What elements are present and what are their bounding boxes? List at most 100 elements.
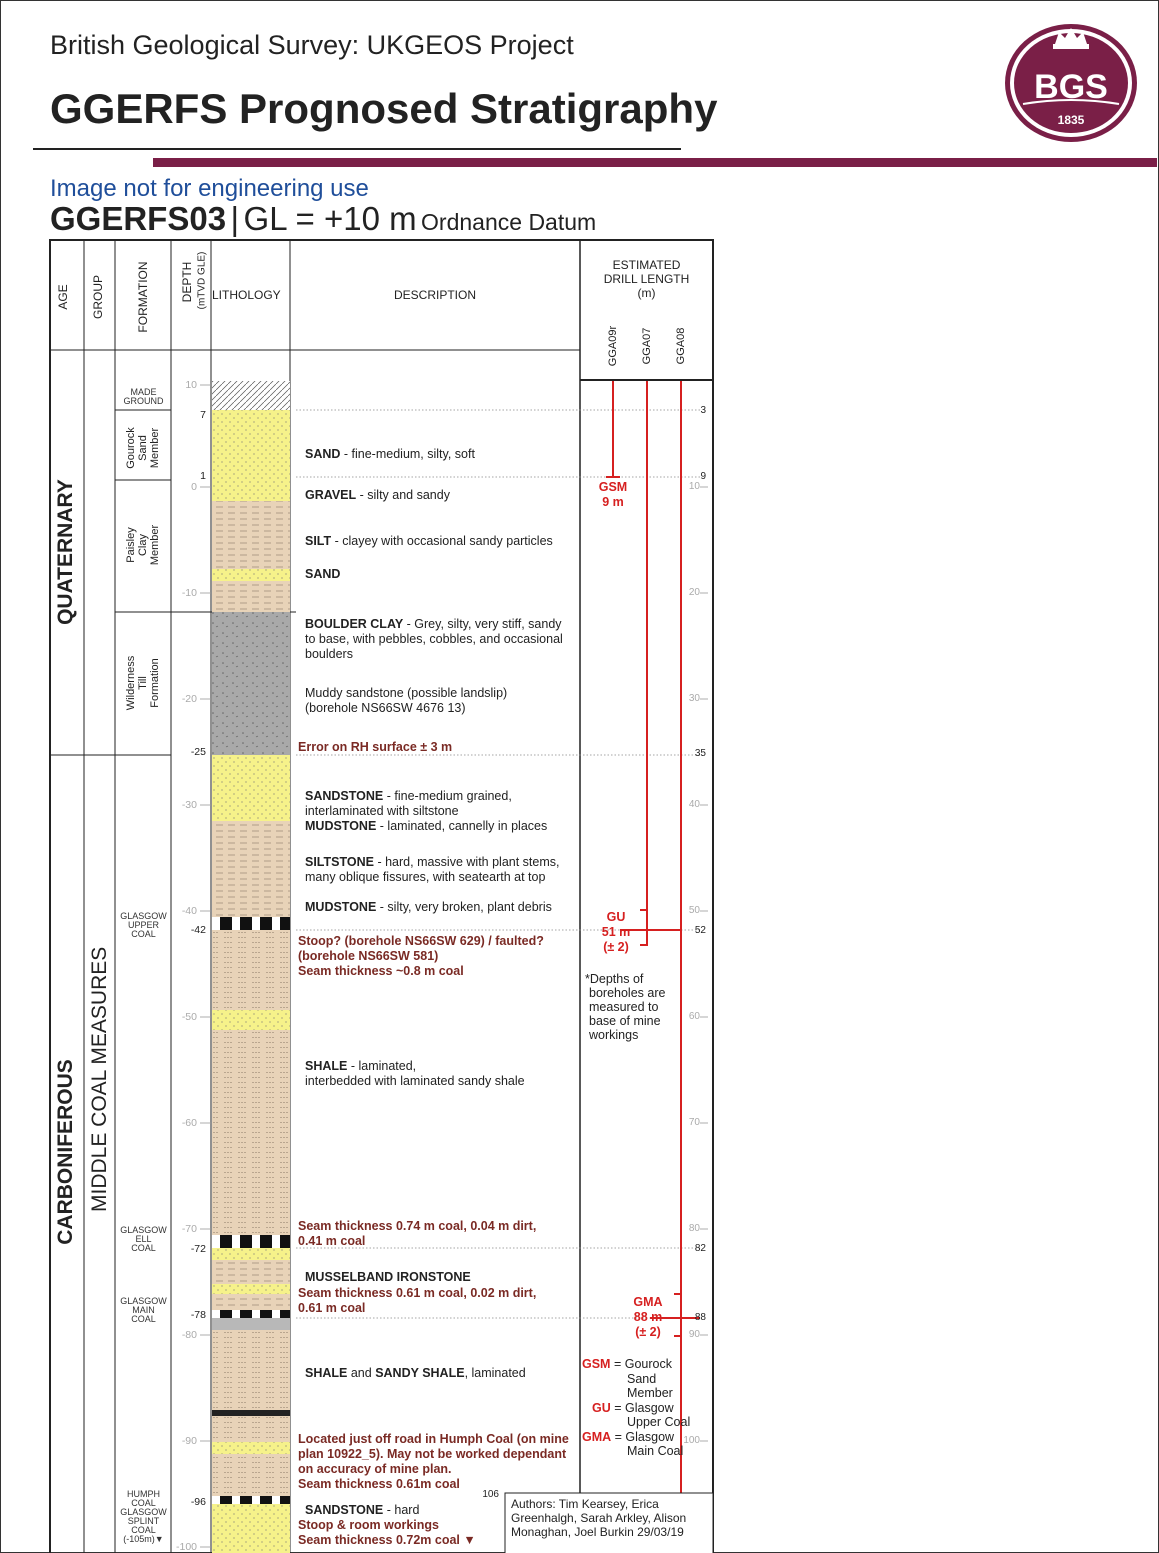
desc-humph-1: Located just off road in Humph Coal (on … <box>298 1432 569 1446</box>
formation-made-ground: MADE GROUND <box>116 388 171 406</box>
desc-silt2-t2: many oblique fissures, with seatearth at… <box>305 870 546 884</box>
depth-marker: -96 <box>190 1496 206 1508</box>
desc-shale2-t1: and <box>347 1366 376 1380</box>
formation-gourock: Gourock Sand Member <box>125 403 161 493</box>
desc-mudstone-2: MUDSTONE - silty, very broken, plant deb… <box>305 900 552 915</box>
desc-mud2-t: - silty, very broken, plant debris <box>376 900 552 914</box>
legend-gsm-l1: = Gourock <box>613 1357 672 1371</box>
desc-shale-b: SHALE <box>305 1059 348 1073</box>
footnote-l3: measured to <box>589 1000 659 1014</box>
drill-tick: 10 <box>688 481 700 492</box>
desc-main-2: 0.61 m coal <box>298 1301 366 1315</box>
depth-tick: -70 <box>181 1223 197 1235</box>
wilderness-l1: Wilderness <box>125 655 137 711</box>
desc-humph: Located just off road in Humph Coal (on … <box>298 1432 569 1492</box>
desc-shale-t2: interbedded with laminated sandy shale <box>305 1074 525 1088</box>
humph-l4: SPLINT <box>127 1516 160 1526</box>
desc-sand-1-t: - fine-medium, silty, soft <box>340 447 475 461</box>
drill-tick: 35 <box>694 748 706 759</box>
drill-title-3: (m) <box>637 286 656 300</box>
desc-sandstone-hard: SANDSTONE - hard <box>305 1503 419 1518</box>
footnote-l2: boreholes are <box>589 986 666 1000</box>
depth-marker: 7 <box>200 409 206 421</box>
legend-gu-l1: = Glasgow <box>614 1400 674 1415</box>
legend-gu-l2: Upper Coal <box>627 1415 691 1429</box>
legend-gsm: GSM = Gourock <box>582 1357 690 1372</box>
formation-glasgow-ell: GLASGOW ELL COAL <box>116 1226 171 1253</box>
desc-sst-t1: - fine-medium grained, <box>383 789 512 803</box>
depth-tick: 0 <box>191 481 197 493</box>
well-gga09r: GGA09r <box>607 325 619 367</box>
legend-gma-l1: = Glasgow <box>614 1429 675 1444</box>
brand-bar <box>153 158 1157 167</box>
well-gga07: GGA07 <box>641 327 653 365</box>
desc-silt2-t1: - hard, massive with plant stems, <box>374 855 560 869</box>
gourock-l3: Member <box>149 427 161 469</box>
desc-sst2-t: - hard <box>383 1503 420 1517</box>
header-age: AGE <box>56 284 70 310</box>
desc-stoop-2: (borehole NS66SW 581) <box>298 949 439 963</box>
age-quaternary: QUATERNARY <box>54 479 77 625</box>
desc-sand-1: SAND - fine-medium, silty, soft <box>305 447 475 462</box>
desc-humph-4: Seam thickness 0.61m coal <box>298 1477 460 1491</box>
well-gga08: GGA08 <box>675 327 687 365</box>
desc-shale-t1: - laminated, <box>347 1059 417 1073</box>
footnote-l4: base of mine <box>589 1014 661 1028</box>
desc-gravel: GRAVEL - silty and sandy <box>305 488 450 503</box>
desc-sandstone: SANDSTONE - fine-medium grained, interla… <box>305 789 547 834</box>
desc-sand-1-b: SAND <box>305 447 341 461</box>
bgs-logo: BGS 1835 <box>1005 24 1137 142</box>
humph-l6: (-105m)▼ <box>123 1534 164 1544</box>
group-middle-coal-measures: MIDDLE COAL MEASURES <box>88 946 111 1212</box>
desc-error: Error on RH surface ± 3 m <box>298 740 453 754</box>
desc-shale: SHALE - laminated, interbedded with lami… <box>305 1059 525 1089</box>
depth-tick: -40 <box>181 905 197 917</box>
desc-glasgow-ell: Seam thickness 0.74 m coal, 0.04 m dirt,… <box>298 1219 536 1249</box>
desc-shale-sandy: SHALE and SANDY SHALE, laminated <box>305 1366 526 1381</box>
depth-tick: -90 <box>181 1435 197 1447</box>
desc-sand-2: SAND <box>305 567 340 582</box>
depth-marker: -42 <box>190 924 206 936</box>
drill-tick: 100 <box>683 1435 700 1446</box>
drill-tick: 88 <box>694 1312 706 1323</box>
desc-gravel-b: GRAVEL <box>305 488 357 502</box>
drill-tick: 80 <box>688 1223 700 1234</box>
depth-tick: -50 <box>181 1011 197 1023</box>
drill-label-gma: GMA 88 m (± 2) <box>618 1295 678 1340</box>
header-drill-length: ESTIMATED DRILL LENGTH (m) <box>580 258 713 300</box>
report-subtitle: British Geological Survey: UKGEOS Projec… <box>50 30 574 60</box>
desc-muddy-2: (borehole NS66SW 4676 13) <box>305 701 466 715</box>
borehole-id: GGERFS03 <box>50 200 227 237</box>
desc-iron-b: MUSSELBAND IRONSTONE <box>305 1270 471 1284</box>
gma-length: 88 m <box>633 1310 663 1324</box>
gu-l3: COAL <box>131 929 156 939</box>
drill-title-2: DRILL LENGTH <box>603 272 690 286</box>
formation-wilderness: Wilderness Till Formation <box>125 628 161 738</box>
depth-tick: -10 <box>181 587 197 599</box>
legend-gsm-abbr: GSM <box>582 1357 611 1371</box>
humph-l3: GLASGOW <box>120 1507 167 1517</box>
authors-l1: Authors: Tim Kearsey, Erica <box>511 1497 659 1511</box>
gu-abbr: GU <box>606 910 626 924</box>
desc-humph-2: plan 10922_5). May not be worked dependa… <box>298 1447 567 1461</box>
desc-boulder-t1: - Grey, silty, very stiff, sandy <box>403 617 562 631</box>
gu-l2: UPPER <box>127 920 159 930</box>
desc-stoop-room: Stoop & room workings <box>298 1518 439 1532</box>
desc-silt2-b: SILTSTONE <box>305 855 374 869</box>
paisley-l2: Clay <box>137 534 149 557</box>
desc-shale2-t2: , laminated <box>464 1366 526 1380</box>
desc-shale2-b1: SHALE <box>305 1366 348 1380</box>
age-carboniferous: CARBONIFEROUS <box>54 1059 77 1245</box>
desc-mud1-b: MUDSTONE <box>305 819 377 833</box>
gu-l1: GLASGOW <box>120 911 167 921</box>
drill-tick: 60 <box>688 1011 700 1022</box>
drill-tick: 90 <box>688 1329 700 1340</box>
legend-gu: GU = Glasgow <box>582 1401 690 1416</box>
footnote-l5: workings <box>589 1028 639 1042</box>
wilderness-l2: Till <box>137 676 149 690</box>
header-group: GROUP <box>91 275 105 320</box>
humph-l2: COAL <box>131 1498 156 1508</box>
depth-marker: -78 <box>190 1309 206 1321</box>
gma-abbr: GMA <box>633 1295 663 1309</box>
